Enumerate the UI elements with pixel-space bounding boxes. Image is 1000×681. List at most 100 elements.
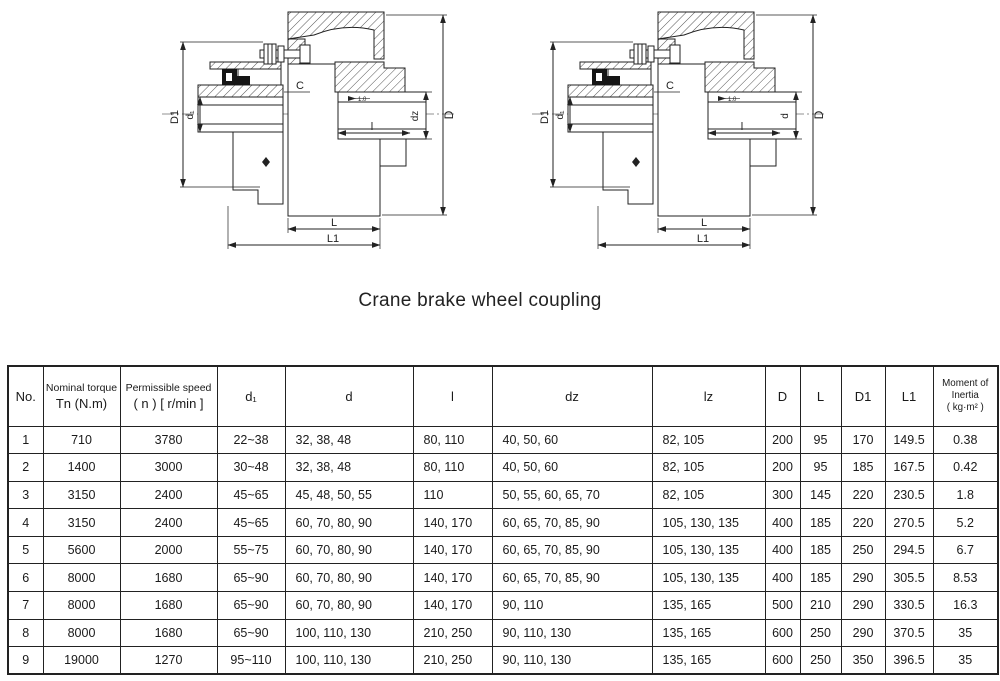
column-header-dz: dz	[491, 365, 653, 427]
table-cell: 30~48	[216, 453, 286, 482]
table-cell: 60, 65, 70, 85, 90	[491, 508, 653, 537]
table-cell: 140, 170	[412, 591, 493, 620]
table-cell: 60, 70, 80, 90	[284, 535, 414, 565]
table-cell: 600	[764, 618, 801, 648]
table-cell: 100, 110, 130	[284, 646, 414, 675]
table-cell: 8	[7, 618, 44, 648]
table-cell: 350	[840, 646, 886, 675]
table-cell: 230.5	[884, 480, 934, 510]
table-cell: 95	[799, 453, 842, 482]
table-cell: 1270	[119, 646, 218, 675]
table-cell: 9	[7, 646, 44, 675]
table-cell: 6.7	[932, 535, 999, 565]
table-cell: 3000	[119, 453, 218, 482]
table-cell: 400	[764, 535, 801, 565]
column-header-lz: lz	[651, 365, 766, 427]
table-cell: 16.3	[932, 591, 999, 620]
table-cell: 396.5	[884, 646, 934, 675]
table-cell: 220	[840, 480, 886, 510]
table-cell: 2	[7, 453, 44, 482]
table-cell: 7	[7, 591, 44, 620]
table-cell: 135, 165	[651, 591, 766, 620]
table-cell: 32, 38, 48	[284, 453, 414, 482]
table-cell: 140, 170	[412, 508, 493, 537]
table-cell: 185	[840, 453, 886, 482]
table-cell: 305.5	[884, 563, 934, 593]
dim-label-L1: L1	[327, 233, 339, 245]
table-cell: 110	[412, 480, 493, 510]
dim-label-D1: D1	[169, 110, 181, 124]
table-cell: 200	[764, 425, 801, 455]
dim-label-L: L	[701, 217, 707, 229]
table-cell: 500	[764, 591, 801, 620]
table-cell: 2400	[119, 480, 218, 510]
table-cell: 60, 70, 80, 90	[284, 508, 414, 537]
technical-drawing-left: D1 d₁ C l dz D L L1 1.0	[148, 2, 456, 264]
table-cell: 45~65	[216, 480, 286, 510]
dim-label-l: l	[741, 121, 743, 133]
table-cell: 90, 110	[491, 591, 653, 620]
table-cell: 65~90	[216, 618, 286, 648]
table-cell: 3150	[42, 480, 121, 510]
dim-label-L1: L1	[697, 233, 709, 245]
column-header-D: D	[764, 365, 801, 427]
table-cell: 185	[799, 508, 842, 537]
table-cell: 82, 105	[651, 425, 766, 455]
table-cell: 90, 110, 130	[491, 646, 653, 675]
roughness-value: 1.0	[728, 97, 737, 103]
table-cell: 135, 165	[651, 646, 766, 675]
table-cell: 1.8	[932, 480, 999, 510]
table-cell: 220	[840, 508, 886, 537]
table-cell: 4	[7, 508, 44, 537]
table-cell: 250	[799, 618, 842, 648]
table-cell: 250	[799, 646, 842, 675]
table-cell: 8.53	[932, 563, 999, 593]
table-cell: 290	[840, 563, 886, 593]
table-cell: 95	[799, 425, 842, 455]
table-cell: 40, 50, 60	[491, 425, 653, 455]
column-header-d1: d₁	[216, 365, 286, 427]
table-cell: 140, 170	[412, 563, 493, 593]
table-cell: 300	[764, 480, 801, 510]
table-cell: 0.38	[932, 425, 999, 455]
table-cell: 45, 48, 50, 55	[284, 480, 414, 510]
table-cell: 330.5	[884, 591, 934, 620]
column-header-D1: D1	[840, 365, 886, 427]
technical-drawing-right: D1 d₁ C l d D L L1 1.0	[518, 2, 826, 264]
column-header-l: l	[412, 365, 493, 427]
table-cell: 65~90	[216, 563, 286, 593]
table-cell: 60, 65, 70, 85, 90	[491, 535, 653, 565]
column-header-L: L	[799, 365, 842, 427]
table-cell: 105, 130, 135	[651, 563, 766, 593]
table-cell: 140, 170	[412, 535, 493, 565]
table-cell: 2000	[119, 535, 218, 565]
table-cell: 1680	[119, 563, 218, 593]
table-cell: 32, 38, 48	[284, 425, 414, 455]
dim-label-l: l	[371, 121, 373, 133]
table-cell: 35	[932, 646, 999, 675]
table-cell: 210, 250	[412, 618, 493, 648]
table-cell: 185	[799, 535, 842, 565]
dim-label-d1: d₁	[555, 110, 566, 120]
column-header-L1: L1	[884, 365, 934, 427]
dim-label-D: D	[812, 110, 826, 119]
table-cell: 5	[7, 535, 44, 565]
dim-label-C: C	[666, 80, 674, 92]
table-cell: 290	[840, 618, 886, 648]
table-cell: 82, 105	[651, 453, 766, 482]
table-cell: 290	[840, 591, 886, 620]
table-cell: 60, 65, 70, 85, 90	[491, 563, 653, 593]
table-cell: 210, 250	[412, 646, 493, 675]
table-cell: 40, 50, 60	[491, 453, 653, 482]
